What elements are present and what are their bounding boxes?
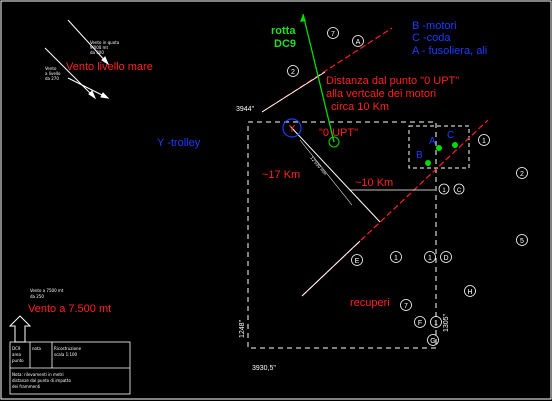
marker-c: C	[457, 188, 462, 194]
marker-a-top: A	[356, 39, 361, 46]
diag-dimension-line	[299, 139, 353, 206]
marker-y: Y	[289, 124, 296, 135]
marker-1c: 1	[442, 188, 446, 194]
marker-d: D	[443, 255, 448, 262]
distance-title-2: alla vertcale dei motori	[326, 88, 436, 100]
table-note-2: distanze dal punto di impatto	[12, 378, 71, 383]
engine-label-a: A	[429, 136, 436, 147]
marker-7-low: 7	[404, 303, 408, 310]
flight-line-top-white	[261, 71, 326, 113]
wind-low-note-2: da 250	[30, 294, 44, 299]
wind-arrows-top	[44, 19, 110, 100]
legend-line-2: C -coda	[412, 32, 451, 44]
table-cell-2: area	[12, 352, 21, 357]
diag-line-17km	[289, 125, 381, 223]
dim-left: 1248"	[239, 319, 246, 338]
engine-label-b: B	[416, 150, 423, 161]
trolley-label: Y -trolley	[157, 137, 201, 149]
table-cell-6: scala 1:100	[54, 352, 78, 357]
dim-top-left: 3944"	[236, 106, 255, 113]
table-note-3: dei frammenti	[12, 384, 40, 389]
wind-7500-label: Vento a 7.500 mt	[28, 303, 111, 315]
zero-upt-point	[328, 136, 340, 148]
dim-diag: 12'030 mm	[309, 155, 328, 176]
markers	[287, 27, 528, 346]
marker-1-right: 1	[482, 138, 486, 145]
rotta-label: rotta	[271, 25, 296, 37]
marker-e: E	[355, 258, 360, 265]
dim-bottom: 3930,5"	[252, 365, 276, 372]
flight-line-bottom-white	[301, 240, 361, 297]
marker-2-right: 2	[520, 171, 524, 178]
table-cell-1: DC9	[12, 346, 21, 351]
distance-10km: ~10 Km	[355, 177, 393, 189]
wind-sea-note-1: Vento	[45, 66, 57, 71]
marker-2: 2	[291, 69, 295, 76]
engine-point-b	[425, 160, 431, 166]
survey-area-rect	[247, 121, 437, 349]
marker-g: G	[430, 338, 435, 345]
marker-f: F	[418, 320, 422, 327]
table-cell-5: Ricostruzione	[54, 346, 82, 351]
marker-1-low: 1	[434, 320, 438, 327]
table-cell-4: nota	[32, 346, 42, 351]
title-block	[9, 341, 131, 395]
course-arrow-head	[300, 14, 306, 22]
distance-title-1: Distanza dal punto "0 UPT"	[326, 75, 459, 87]
dim-right: 1305"	[443, 313, 450, 332]
engine-zone-rect	[408, 125, 470, 169]
marker-5: 5	[520, 238, 524, 245]
distance-17km: ~17 Km	[262, 169, 300, 181]
legend-line-3: A - fusoliera, ali	[412, 45, 487, 57]
table-cell-3: punto	[12, 358, 24, 363]
legend-line-1: B -motori	[412, 20, 457, 32]
flight-line-top	[261, 27, 393, 113]
table-note-1: Nota: rilevamenti in metri	[12, 372, 64, 377]
wind-top-note-1: Vento in quota	[90, 40, 120, 45]
engine-point-a	[436, 145, 442, 151]
north-arrow	[8, 315, 32, 343]
trolley-marker	[282, 118, 302, 138]
wind-top-note-2: 9'000 mt	[90, 45, 108, 50]
wind-sea-note-2: a livello	[45, 71, 61, 76]
engine-label-c: C	[447, 130, 454, 141]
wind-sea-note-3: da 270	[45, 76, 59, 81]
zero-upt-label: "0 UPT"	[319, 127, 358, 139]
marker-1-mid: 1	[394, 255, 398, 262]
flight-line-bottom	[301, 119, 489, 297]
marker-1-mid2: 1	[428, 255, 432, 262]
wind-sea-label: Vento livello mare	[66, 61, 153, 73]
wind-low-note-1: Vento a 7500 mt	[30, 288, 64, 293]
distance-title-3: circa 10 Km	[331, 101, 389, 113]
recuperi-label: recuperi	[350, 297, 390, 309]
marker-h: H	[467, 289, 472, 296]
marker-7-top: 7	[331, 31, 335, 38]
engine-point-c	[452, 142, 458, 148]
wind-top-note-3: da 300	[90, 50, 104, 55]
course-line-dc9	[302, 13, 335, 143]
dc9-label: DC9	[274, 38, 296, 50]
